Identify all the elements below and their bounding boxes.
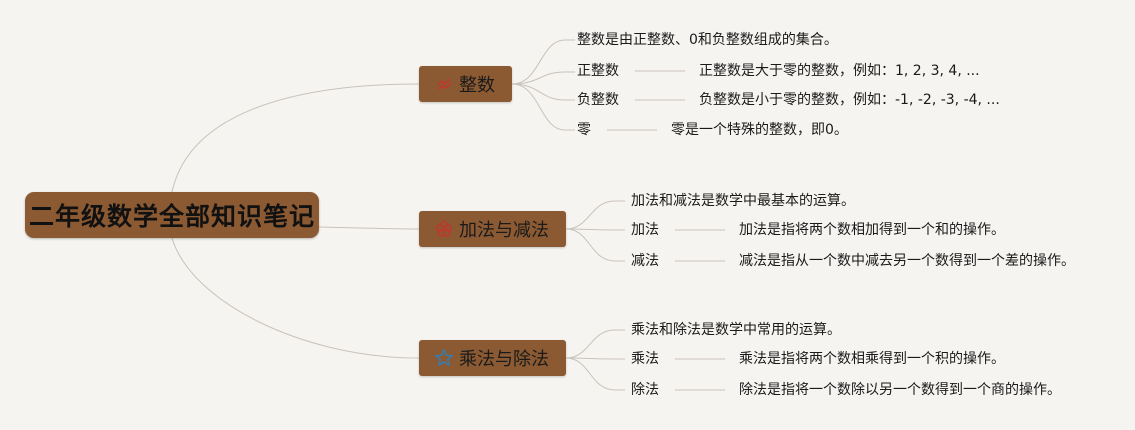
topic-label: 加法与减法 — [459, 220, 549, 241]
muldiv-term-divide: 除法 — [631, 382, 659, 398]
addsub-term-subtract: 减法 — [631, 253, 659, 269]
topic-multiply-divide[interactable]: 乘法与除法 — [419, 340, 566, 376]
addsub-summary: 加法和减法是数学中最基本的运算。 — [631, 193, 855, 209]
muldiv-desc-divide: 除法是指将一个数除以另一个数得到一个商的操作。 — [739, 382, 1061, 398]
trophy-icon — [433, 73, 455, 95]
integer-term-negative: 负整数 — [577, 92, 619, 108]
muldiv-desc-multiply: 乘法是指将两个数相乘得到一个积的操作。 — [739, 351, 1005, 367]
topic-integer[interactable]: 整数 — [419, 66, 512, 102]
integer-desc-zero: 零是一个特殊的整数，即0。 — [671, 122, 848, 138]
root-title: 二年级数学全部知识笔记 — [28, 202, 315, 231]
integer-summary: 整数是由正整数、0和负整数组成的集合。 — [577, 32, 838, 48]
root-node[interactable]: 二年级数学全部知识笔记 — [25, 192, 319, 238]
addsub-desc-subtract: 减法是指从一个数中减去另一个数得到一个差的操作。 — [739, 253, 1075, 269]
addsub-term-add: 加法 — [631, 222, 659, 238]
integer-desc-positive: 正整数是大于零的整数，例如：1, 2, 3, 4, ... — [699, 63, 980, 79]
integer-term-zero: 零 — [577, 122, 591, 138]
topic-add-subtract[interactable]: 加法与减法 — [419, 211, 566, 247]
topic-label: 乘法与除法 — [459, 349, 549, 370]
muldiv-term-multiply: 乘法 — [631, 351, 659, 367]
root-link-muldiv — [171, 237, 420, 359]
flower-icon — [433, 218, 455, 240]
star-icon — [433, 347, 455, 369]
muldiv-summary: 乘法和除法是数学中常用的运算。 — [631, 322, 841, 338]
integer-desc-negative: 负整数是小于零的整数，例如：-1, -2, -3, -4, ... — [699, 92, 1000, 108]
root-link-integer — [171, 83, 420, 193]
addsub-desc-add: 加法是指将两个数相加得到一个和的操作。 — [739, 222, 1005, 238]
topic-label: 整数 — [459, 75, 495, 96]
integer-term-positive: 正整数 — [577, 63, 619, 79]
root-link-addsub — [318, 226, 420, 230]
